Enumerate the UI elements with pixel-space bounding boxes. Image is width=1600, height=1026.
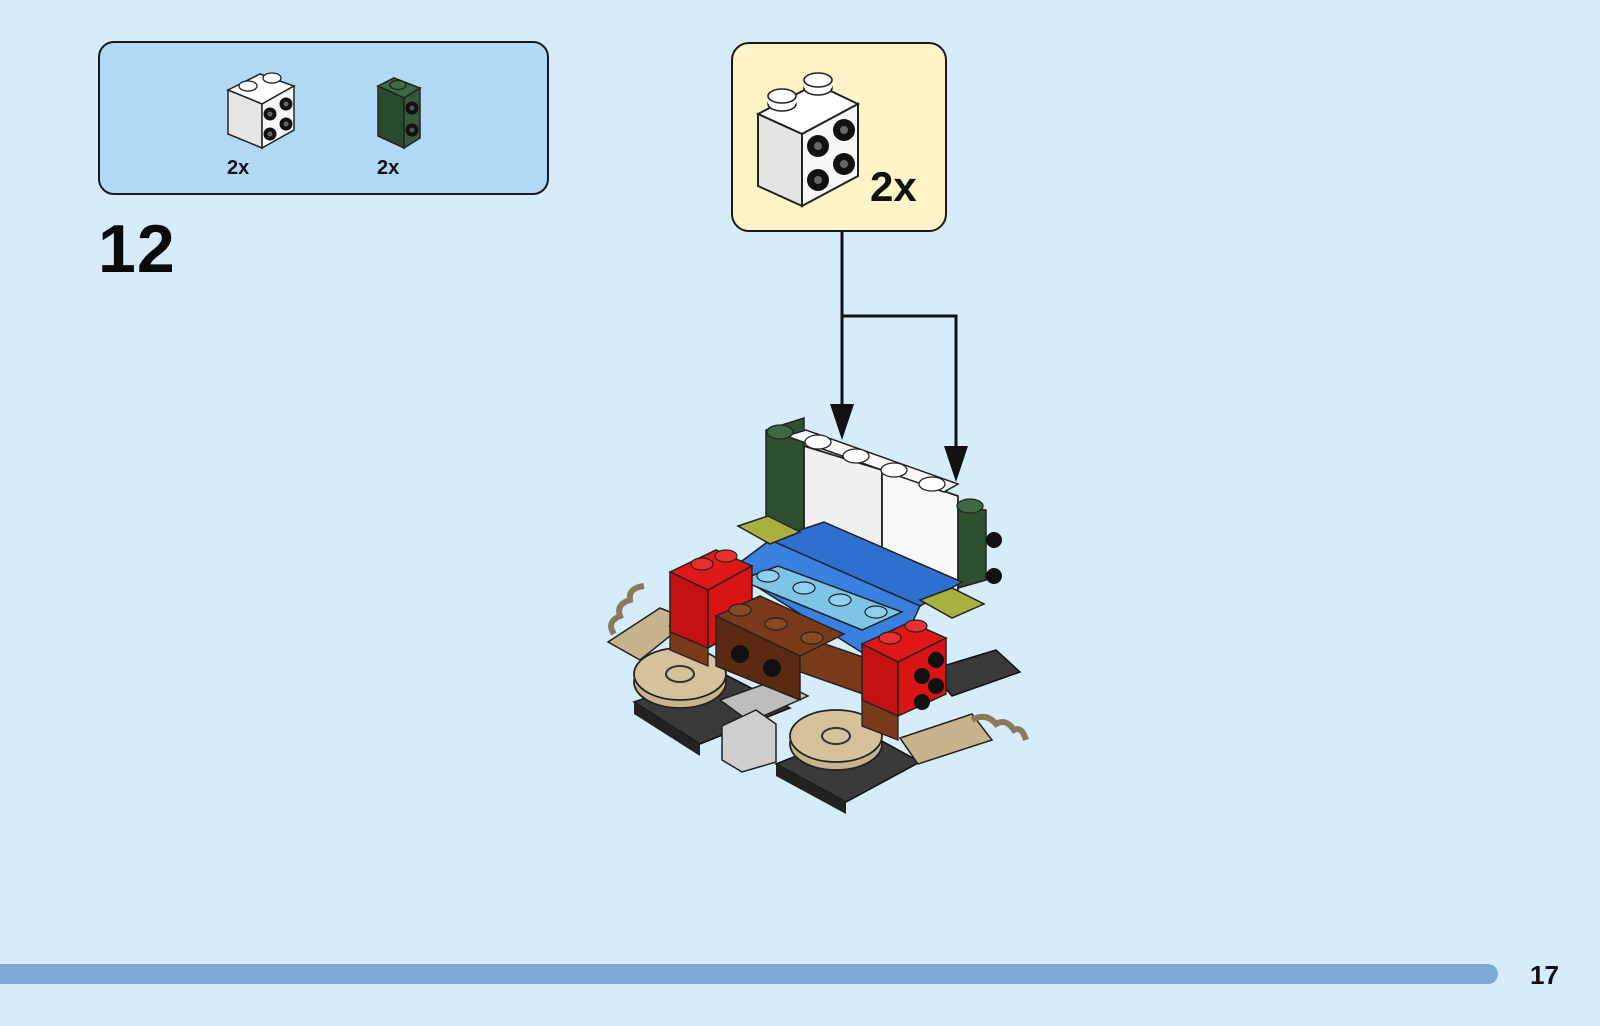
progress-bar — [0, 964, 1498, 984]
page-number: 17 — [1530, 960, 1559, 991]
model-assembly-illustration — [600, 410, 1040, 830]
